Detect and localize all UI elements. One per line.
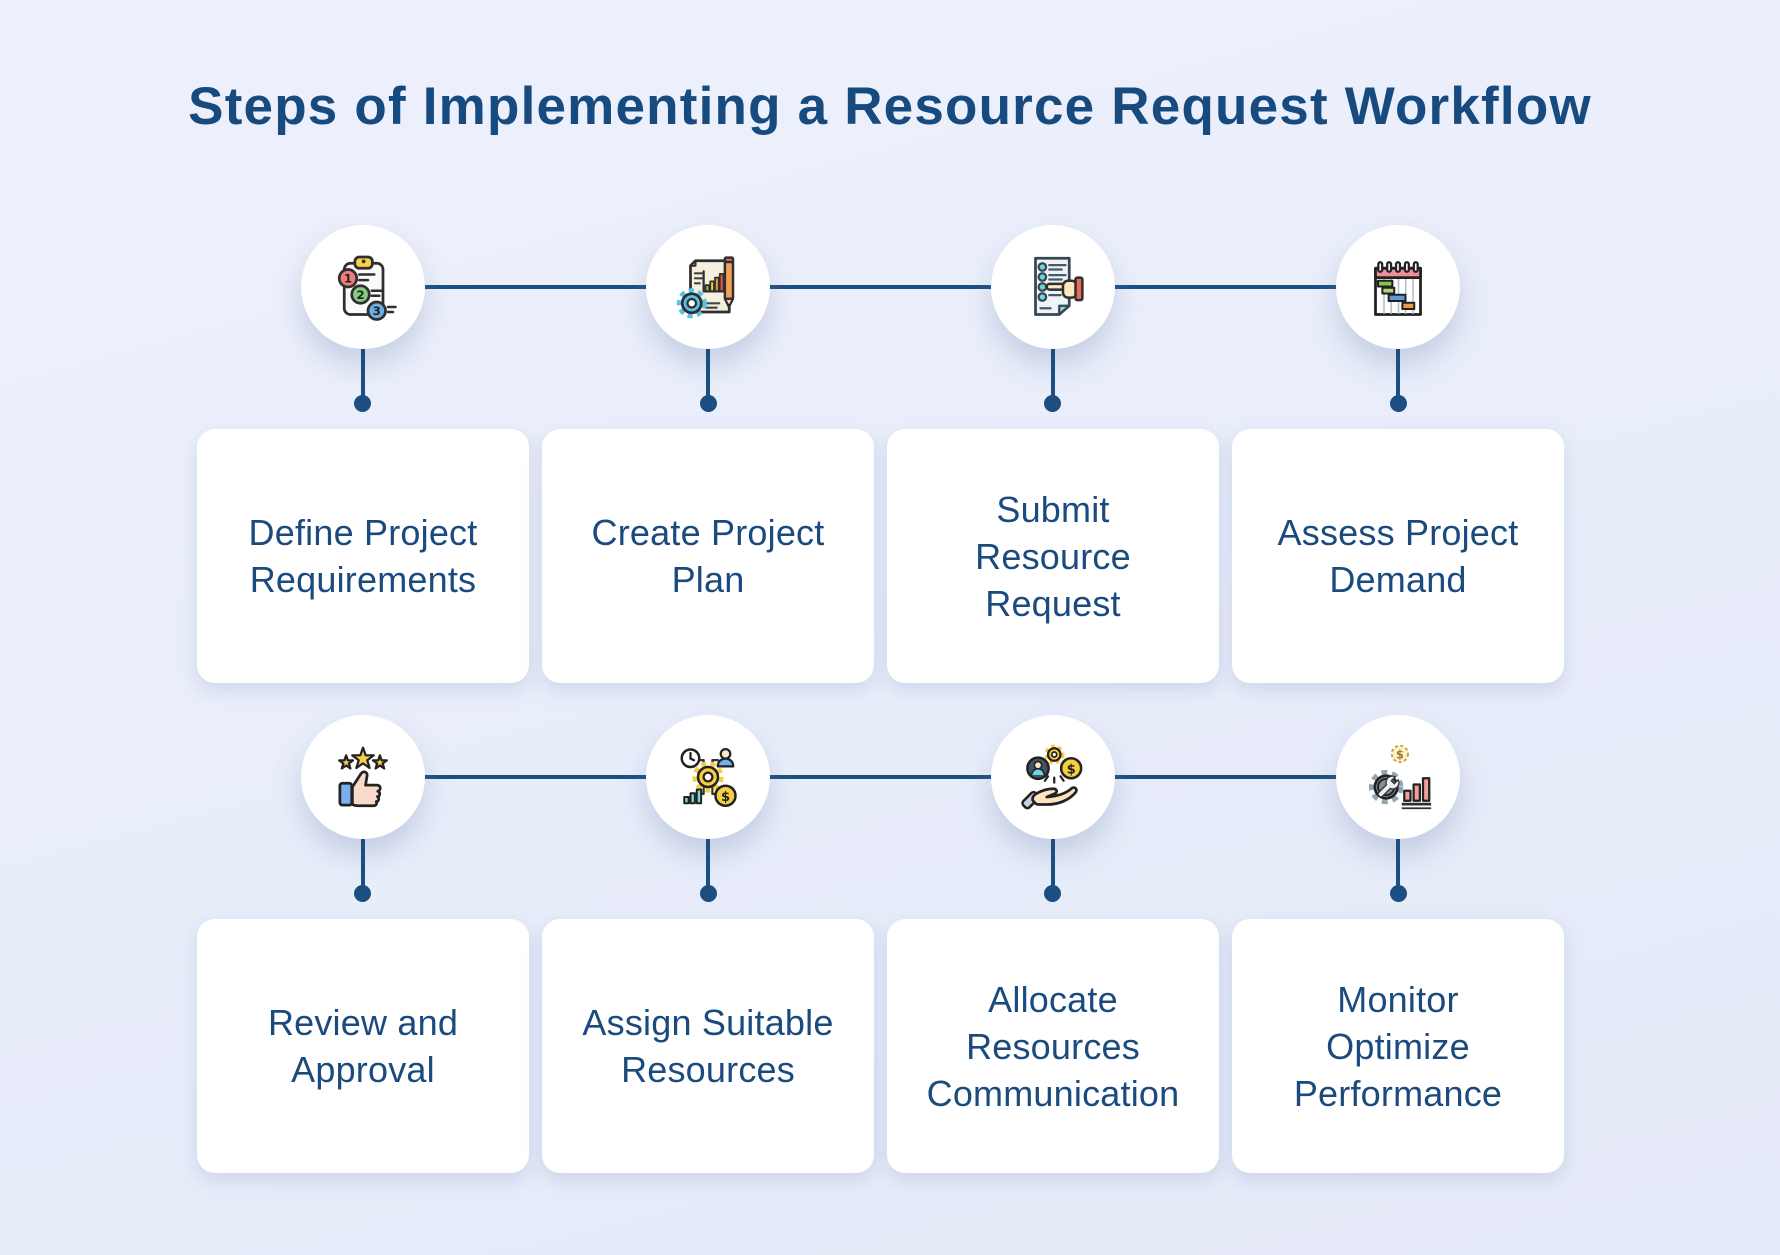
step-label: Assess Project <box>1277 512 1519 553</box>
connector-stub <box>1396 349 1400 397</box>
step-label: Monitor <box>1337 978 1459 1020</box>
page-title: Steps of Implementing a Resource Request… <box>188 77 1592 136</box>
step-label: Performance <box>1293 1072 1503 1114</box>
svg-text:$: $ <box>1396 748 1404 761</box>
step-circle-1: 1 2 3 <box>301 225 425 349</box>
step-label: Resources <box>966 1025 1140 1067</box>
clipboard-steps-icon: 1 2 3 <box>337 255 397 321</box>
step-card-monitor-optimize-performance: Monitor Optimize Performance <box>1232 919 1564 1173</box>
step-circle-6: $ <box>646 715 770 839</box>
step-label: Requirements <box>249 559 477 600</box>
step-card-submit-resource-request: Submit Resource Request <box>887 429 1219 683</box>
connector-stub <box>706 839 710 887</box>
svg-text:1: 1 <box>344 272 352 286</box>
connector-stub <box>1396 839 1400 887</box>
step-label: Define Project <box>248 512 478 553</box>
hand-offering-resources-icon: $ <box>1021 744 1083 810</box>
gantt-calendar-icon <box>1374 261 1422 316</box>
step-card-define-project-requirements: Define Project Requirements <box>197 429 529 683</box>
connector-dot <box>700 395 717 412</box>
step-circle-4 <box>1336 225 1460 349</box>
step-label: Submit <box>996 488 1110 530</box>
performance-gear-chart-icon: $ <box>1368 744 1432 810</box>
step-card-review-and-approval: Review and Approval <box>197 919 529 1173</box>
request-form-hand-icon <box>1034 256 1084 316</box>
step-label: Optimize <box>1326 1025 1470 1067</box>
connector-stub <box>361 839 365 887</box>
connector-stub <box>1051 839 1055 887</box>
connector-dot <box>1044 885 1061 902</box>
step-circle-3 <box>991 225 1115 349</box>
step-label: Assign Suitable <box>582 1002 834 1043</box>
svg-text:$: $ <box>1067 762 1076 777</box>
svg-text:2: 2 <box>356 288 364 302</box>
step-circle-7: $ <box>991 715 1115 839</box>
svg-text:$: $ <box>721 790 730 805</box>
connector-dot <box>1390 885 1407 902</box>
step-card-assess-project-demand: Assess Project Demand <box>1232 429 1564 683</box>
connector-line-row-2 <box>363 775 1398 779</box>
step-circle-8: $ <box>1336 715 1460 839</box>
step-card-assign-suitable-resources: Assign Suitable Resources <box>542 919 874 1173</box>
project-plan-document-icon <box>676 256 735 319</box>
connector-stub <box>706 349 710 397</box>
step-label: Allocate <box>988 978 1118 1020</box>
connector-dot <box>354 885 371 902</box>
step-label: Communication <box>926 1072 1180 1114</box>
step-circle-2 <box>646 225 770 349</box>
step-label: Create Project <box>591 512 825 553</box>
step-label: Request <box>985 582 1121 624</box>
thumbs-up-stars-icon <box>338 746 388 808</box>
step-label: Resources <box>621 1049 795 1090</box>
step-card-allocate-resources-communication: Allocate Resources Communication <box>887 919 1219 1173</box>
svg-text:3: 3 <box>373 304 381 318</box>
connector-line-row-1 <box>363 285 1398 289</box>
step-circle-5 <box>301 715 425 839</box>
step-label: Review and <box>267 1002 459 1043</box>
step-label: Approval <box>291 1049 435 1090</box>
connector-dot <box>1044 395 1061 412</box>
connector-stub <box>1051 349 1055 397</box>
connector-dot <box>1390 395 1407 412</box>
step-card-create-project-plan: Create Project Plan <box>542 429 874 683</box>
connector-stub <box>361 349 365 397</box>
step-label: Demand <box>1329 559 1467 600</box>
step-label: Resource <box>975 535 1131 577</box>
connector-dot <box>700 885 717 902</box>
connector-dot <box>354 395 371 412</box>
step-label: Plan <box>671 559 745 600</box>
resource-assignment-gear-icon: $ <box>680 747 737 807</box>
